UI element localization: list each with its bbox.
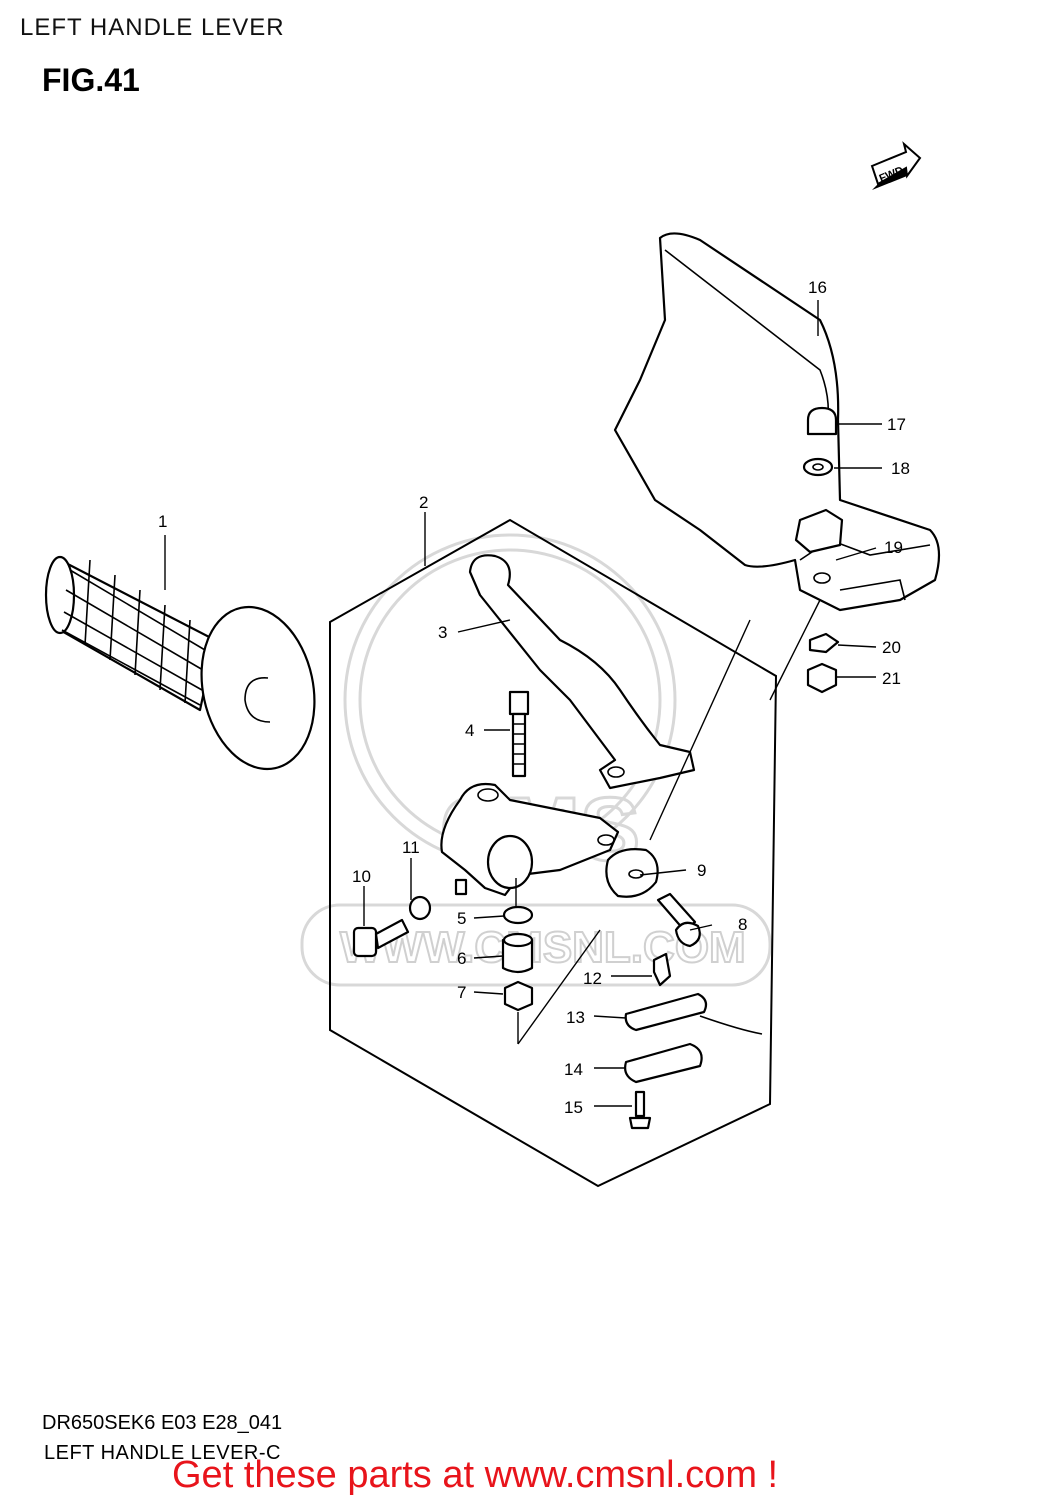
switch-screw [628,1090,652,1130]
clutch-switch [624,992,763,1035]
diagram-code: DR650SEK6 E03 E28_041 [42,1412,283,1434]
callout-14: 14 [564,1060,583,1079]
callout-2: 2 [419,493,428,512]
cap-nut [806,406,838,436]
leader-lines [164,300,882,1107]
callout-6: 6 [457,949,466,968]
washer-11 [408,895,432,921]
switch-pin [652,952,672,987]
clutch-lever [468,554,696,790]
callout-numbers: 1 2 3 4 5 6 7 8 9 10 11 12 13 14 15 16 1… [158,278,910,1117]
pivot-bush [605,848,659,898]
callout-21: 21 [882,669,901,688]
callout-19: 19 [884,538,903,557]
lever-holder [440,782,620,897]
callout-10: 10 [352,867,371,886]
switch-cover [624,1042,703,1084]
promo-link[interactable]: Get these parts at www.cmsnl.com ! [172,1454,779,1496]
callout-4: 4 [465,721,474,740]
callout-12: 12 [583,969,602,988]
callout-17: 17 [887,415,906,434]
callout-3: 3 [438,623,447,642]
pivot-bolt [656,892,701,948]
handle-grip [44,555,316,771]
figure-number: FIG.41 [42,62,140,98]
washer-20 [808,632,840,654]
diagram-caption: LEFT HANDLE LEVER-C [44,1442,281,1464]
callout-1: 1 [158,512,167,531]
watermark-banner [300,903,772,987]
callout-18: 18 [891,459,910,478]
adjuster-bolt [508,690,530,778]
callout-15: 15 [564,1098,583,1117]
nut-21 [806,662,838,694]
callout-8: 8 [738,915,747,934]
guard-bracket [794,508,844,554]
callout-20: 20 [882,638,901,657]
nut-7 [503,980,534,1012]
mounting-bolt [352,918,410,958]
watermark: CMS WWW.CMSNL.COM [300,533,772,987]
callout-5: 5 [457,909,466,928]
washer [802,457,834,477]
callout-13: 13 [566,1008,585,1027]
callout-9: 9 [697,861,706,880]
callout-11: 11 [402,838,420,857]
lever-assembly-outline [329,518,778,1188]
hand-guard [613,232,941,612]
spacer-6 [501,938,534,974]
washer-5 [502,905,534,925]
page-title: LEFT HANDLE LEVER [20,14,285,41]
callout-7: 7 [457,983,466,1002]
fwd-arrow-icon: FWD [870,141,922,190]
callout-16: 16 [808,278,827,297]
